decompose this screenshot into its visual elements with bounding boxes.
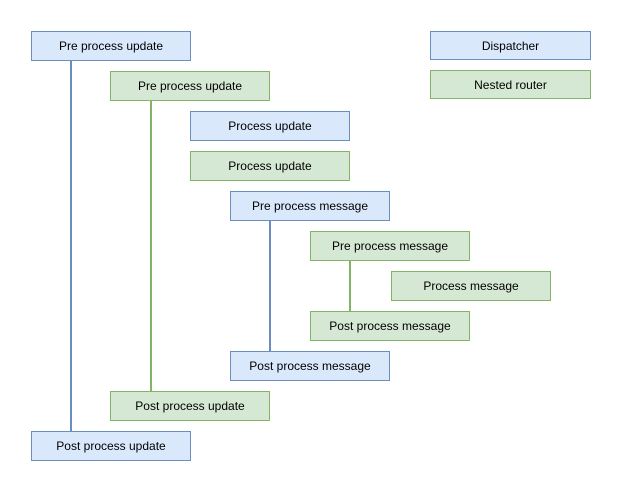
router-connector-line bbox=[349, 261, 351, 311]
node-pre-process-message-router: Pre process message bbox=[310, 231, 470, 261]
legend-nested-router: Nested router bbox=[430, 70, 591, 99]
node-process-message-router: Process message bbox=[391, 271, 551, 301]
node-post-process-message-router: Post process message bbox=[310, 311, 470, 341]
node-process-update-dispatcher: Process update bbox=[190, 111, 350, 141]
legend-dispatcher: Dispatcher bbox=[430, 31, 591, 60]
node-post-process-update-router: Post process update bbox=[110, 391, 270, 421]
node-pre-process-message-dispatcher: Pre process message bbox=[230, 191, 390, 221]
node-process-update-router: Process update bbox=[190, 151, 350, 181]
node-pre-process-update-router: Pre process update bbox=[110, 71, 270, 101]
node-pre-process-update-dispatcher: Pre process update bbox=[31, 31, 191, 61]
dispatcher-connector-line bbox=[269, 221, 271, 351]
router-connector-line bbox=[150, 101, 152, 391]
node-post-process-message-dispatcher: Post process message bbox=[230, 351, 390, 381]
node-post-process-update-dispatcher: Post process update bbox=[31, 431, 191, 461]
dispatcher-connector-line bbox=[70, 61, 72, 431]
